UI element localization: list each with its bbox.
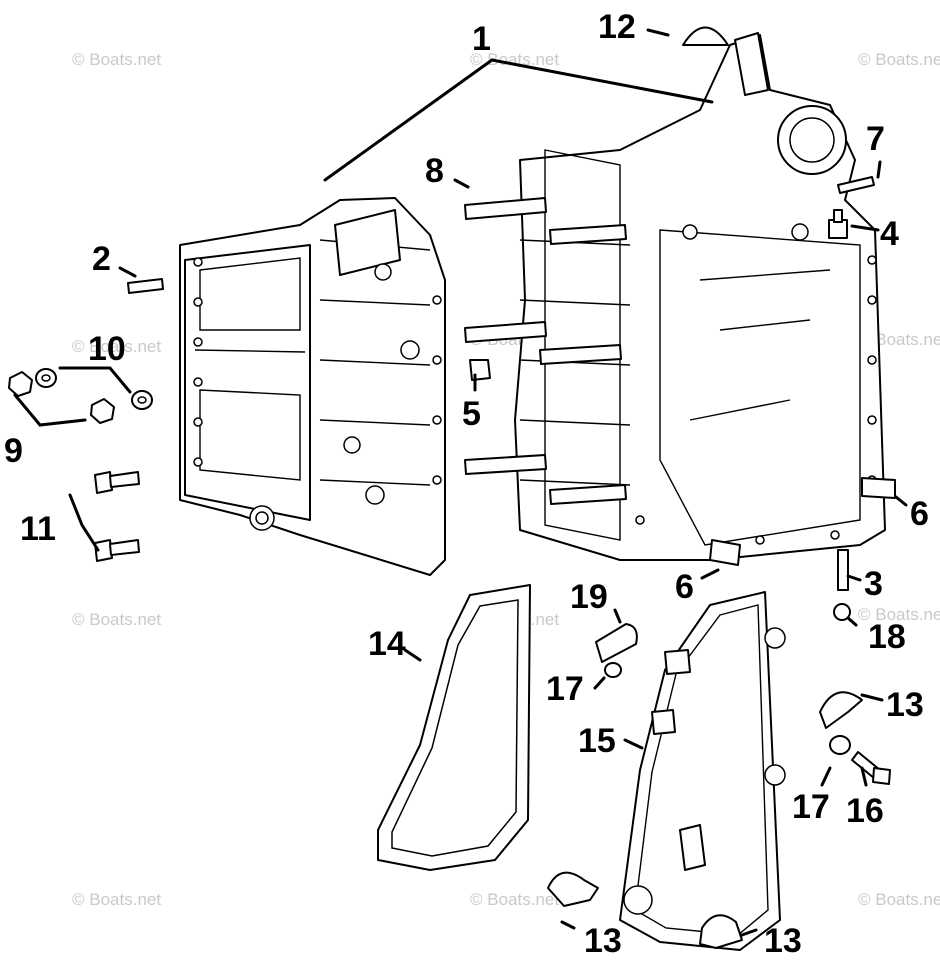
watermark: © Boats.net bbox=[470, 890, 559, 909]
callout-17: 17 bbox=[792, 788, 830, 826]
callout-11: 11 bbox=[20, 510, 56, 548]
callout-7: 7 bbox=[866, 120, 885, 158]
washer-part bbox=[604, 662, 622, 678]
fitting-part bbox=[828, 209, 848, 239]
crankcase-left-half bbox=[179, 197, 446, 576]
callout-6: 6 bbox=[675, 568, 694, 606]
clamps bbox=[547, 691, 863, 949]
clip-part bbox=[595, 623, 638, 663]
callout-19: 19 bbox=[570, 578, 608, 616]
callout-14: 14 bbox=[368, 625, 406, 663]
watermark: © Boats.net bbox=[858, 50, 940, 69]
watermark: © Boats.net bbox=[72, 890, 161, 909]
callout-13: 13 bbox=[886, 686, 924, 724]
watermark: © Boats.net bbox=[858, 890, 940, 909]
spring-part bbox=[837, 549, 849, 591]
watermark: © Boats.net bbox=[858, 605, 940, 624]
watermark: © Boats.net bbox=[72, 610, 161, 629]
woodruff-key-part bbox=[682, 26, 729, 46]
cylinder-block bbox=[514, 32, 886, 561]
watermark: © Boats.net bbox=[72, 50, 161, 69]
callout-4: 4 bbox=[880, 215, 899, 253]
gasket-part bbox=[377, 584, 531, 871]
leader-lines bbox=[13, 28, 908, 937]
callout-8: 8 bbox=[425, 152, 444, 190]
watermark: © Boats.net bbox=[470, 50, 559, 69]
callout-16: 16 bbox=[846, 792, 884, 830]
callout-2: 2 bbox=[92, 240, 111, 278]
screws-left bbox=[94, 471, 140, 562]
dowel-pin-part bbox=[837, 176, 875, 194]
plug-part bbox=[469, 359, 491, 381]
screw-part bbox=[851, 751, 891, 785]
ball-part bbox=[833, 603, 851, 621]
callout-1: 1 bbox=[472, 20, 491, 58]
watermark: © Boats.net bbox=[72, 337, 161, 356]
callout-5: 5 bbox=[462, 395, 481, 433]
nuts-washers bbox=[8, 368, 153, 424]
callout-10: 10 bbox=[88, 330, 126, 368]
callout-13: 13 bbox=[764, 922, 802, 960]
callouts: 1 2 3 4 5 6 6 7 8 9 10 11 12 13 13 13 14… bbox=[4, 8, 929, 960]
studs bbox=[464, 197, 627, 505]
callout-6: 6 bbox=[910, 495, 929, 533]
callout-13: 13 bbox=[584, 922, 622, 960]
callout-12: 12 bbox=[598, 8, 636, 46]
callout-9: 9 bbox=[4, 432, 23, 470]
cover-plate-part bbox=[619, 591, 786, 951]
washer-part bbox=[829, 735, 851, 755]
callout-15: 15 bbox=[578, 722, 616, 760]
callout-18: 18 bbox=[868, 618, 906, 656]
callout-3: 3 bbox=[864, 565, 883, 603]
callout-17: 17 bbox=[546, 670, 584, 708]
dowel-pin-left-part bbox=[127, 278, 164, 294]
